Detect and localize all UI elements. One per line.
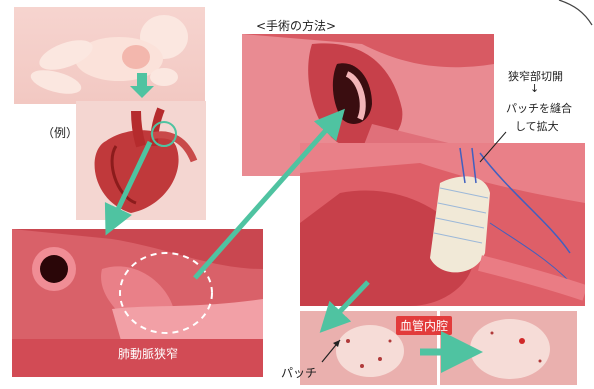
patch-label: パッチ bbox=[281, 364, 317, 381]
infant-illustration bbox=[14, 7, 205, 104]
heart-panel bbox=[76, 101, 206, 220]
step-annotation-line3: して拡大 bbox=[515, 118, 559, 134]
lumen-after-panel bbox=[440, 311, 577, 385]
heart-illustration bbox=[76, 101, 206, 220]
stenosis-label: 肺動脈狭窄 bbox=[118, 345, 178, 362]
infant-panel bbox=[14, 7, 205, 104]
example-label: （例） bbox=[42, 124, 78, 141]
page-curl-decoration bbox=[554, 0, 594, 30]
patch-sewing-illustration bbox=[300, 143, 585, 306]
surgery-view-patch bbox=[300, 143, 585, 306]
lumen-label: 血管内腔 bbox=[396, 316, 452, 335]
lumen-after-illustration bbox=[440, 311, 577, 385]
step-annotation-arrow: ↓ bbox=[530, 82, 539, 95]
step-annotation-line2: パッチを縫合 bbox=[506, 100, 572, 116]
section-title: <手術の方法> bbox=[256, 17, 336, 34]
